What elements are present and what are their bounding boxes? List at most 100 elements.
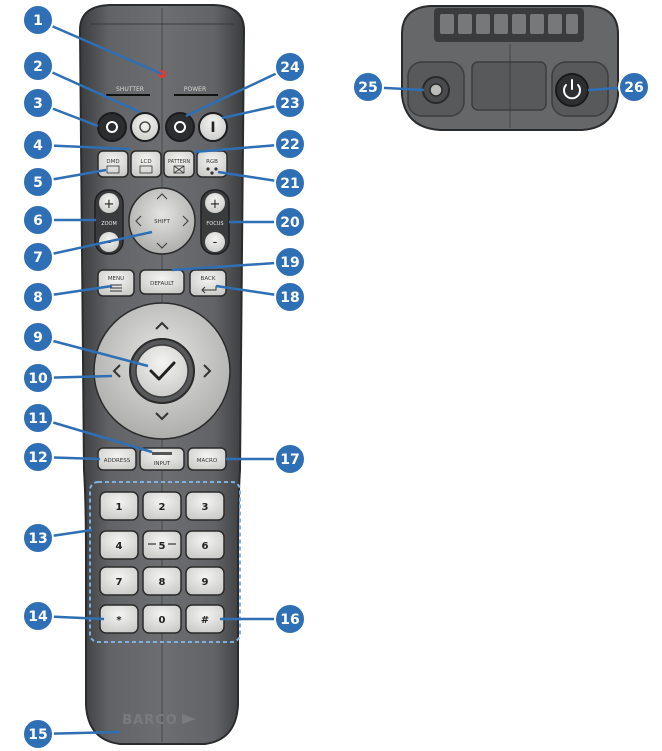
shutter-close-button[interactable] [97, 112, 127, 142]
callout-number: 26 [624, 80, 643, 96]
focus-rocker[interactable]: + - FOCUS [200, 189, 230, 255]
rgb-key-label: RGB [206, 159, 218, 165]
callout-leader-9 [37, 335, 149, 368]
numeric-keypad: 1 2 3 4 5 6 7 8 9 * 0 # [99, 491, 225, 634]
callout-number: 2 [33, 59, 43, 75]
callout-14: 14 [22, 600, 54, 632]
zoom-plus-button[interactable] [99, 193, 119, 213]
numpad-outline [89, 481, 241, 643]
address-key[interactable]: ADDRESS [97, 447, 137, 471]
shutter-open-button[interactable] [130, 112, 160, 142]
macro-key-label: MACRO [197, 458, 218, 464]
callout-number: 14 [28, 609, 48, 625]
back-key[interactable]: BACK [189, 269, 227, 297]
numpad-key-9[interactable]: 9 [185, 566, 225, 596]
numpad-key-label: * [116, 615, 122, 626]
callout-leader-1 [37, 18, 163, 76]
callout-6: 6 [22, 204, 54, 236]
power-toggle-button[interactable] [555, 73, 589, 107]
callout-22: 22 [274, 128, 306, 160]
callout-26: 26 [618, 71, 650, 103]
callout-25: 25 [352, 71, 384, 103]
numpad-key-2[interactable]: 2 [142, 491, 182, 521]
callout-number: 21 [280, 176, 299, 192]
callout-21: 21 [274, 167, 306, 199]
callout-leader-7 [37, 230, 153, 259]
macro-key[interactable]: MACRO [187, 447, 227, 471]
focus-plus-button[interactable] [205, 193, 225, 213]
callout-leader-24 [185, 65, 291, 118]
callout-number: 18 [280, 290, 299, 306]
default-key[interactable]: DEFAULT [139, 269, 185, 295]
numpad-key-8[interactable]: 8 [142, 566, 182, 596]
numpad-key-4[interactable]: 4 [99, 530, 139, 560]
pattern-key[interactable]: PATTERN [163, 150, 195, 178]
input-key[interactable]: INPUT [139, 447, 185, 471]
numpad-key-label: # [201, 615, 209, 626]
zoom-plus-label: + [104, 197, 115, 212]
callout-number: 19 [280, 255, 299, 271]
callout-17: 17 [274, 443, 306, 475]
callout-number: 3 [33, 96, 43, 112]
numpad-key-label: 4 [116, 541, 123, 552]
numpad-key-label: 9 [202, 577, 209, 588]
numpad-key-label: 1 [116, 502, 123, 513]
numpad-key-label: 5 [159, 541, 166, 552]
callout-number: 1 [33, 13, 43, 29]
barco-logo: BARCO [122, 713, 178, 728]
remote-jack-port [422, 76, 450, 104]
callout-number: 10 [28, 371, 48, 387]
numpad-key-10[interactable]: * [99, 604, 139, 634]
standby-button[interactable] [165, 112, 195, 142]
input-key-label: INPUT [154, 461, 171, 467]
numpad-key-label: 7 [116, 577, 123, 588]
menu-key[interactable]: MENU [97, 269, 135, 297]
back-key-label: BACK [201, 276, 216, 282]
callout-19: 19 [274, 246, 306, 278]
callout-2: 2 [22, 50, 54, 82]
numpad-key-7[interactable]: 7 [99, 566, 139, 596]
power-on-button[interactable]: I [198, 112, 228, 142]
numpad-key-label: 3 [202, 502, 209, 513]
callout-16: 16 [274, 603, 306, 635]
numpad-key-1[interactable]: 1 [99, 491, 139, 521]
callout-number: 20 [280, 215, 300, 231]
callout-11: 11 [22, 402, 54, 434]
callout-leader-19 [171, 260, 291, 272]
dmd-key-label: DMD [106, 159, 119, 165]
numpad-key-12[interactable]: # [185, 604, 225, 634]
callout-number: 22 [280, 137, 299, 153]
callout-5: 5 [22, 166, 54, 198]
shift-label: SHIFT [154, 219, 170, 225]
callout-20: 20 [274, 206, 306, 238]
callout-number: 11 [28, 411, 47, 427]
callout-15: 15 [22, 718, 54, 750]
callout-number: 15 [28, 727, 47, 743]
callout-18: 18 [274, 281, 306, 313]
callout-leader-lines [37, 18, 635, 736]
callout-number: 24 [280, 60, 300, 76]
dmd-key[interactable]: DMD [97, 150, 129, 178]
shift-pad[interactable]: SHIFT [128, 187, 196, 255]
enter-button[interactable] [129, 338, 195, 404]
rgb-key[interactable]: RGB [196, 150, 228, 178]
numpad-key-3[interactable]: 3 [185, 491, 225, 521]
focus-minus-button[interactable] [205, 232, 225, 252]
callout-10: 10 [22, 362, 54, 394]
check-icon [149, 361, 176, 381]
numpad-key-label: 8 [159, 577, 166, 588]
numpad-key-11[interactable]: 0 [142, 604, 182, 634]
callout-number: 9 [33, 330, 43, 346]
numpad-key-6[interactable]: 6 [185, 530, 225, 560]
default-key-label: DEFAULT [150, 281, 174, 287]
callout-8: 8 [22, 281, 54, 313]
callout-leader-11 [37, 416, 153, 454]
numpad-key-5[interactable]: 5 [142, 530, 182, 560]
focus-plus-label: + [210, 197, 221, 212]
callout-number: 17 [280, 452, 299, 468]
numpad-key-label: 2 [159, 502, 166, 513]
pattern-key-label: PATTERN [168, 159, 190, 165]
power-icon [563, 84, 581, 100]
lcd-key[interactable]: LCD [130, 150, 162, 178]
